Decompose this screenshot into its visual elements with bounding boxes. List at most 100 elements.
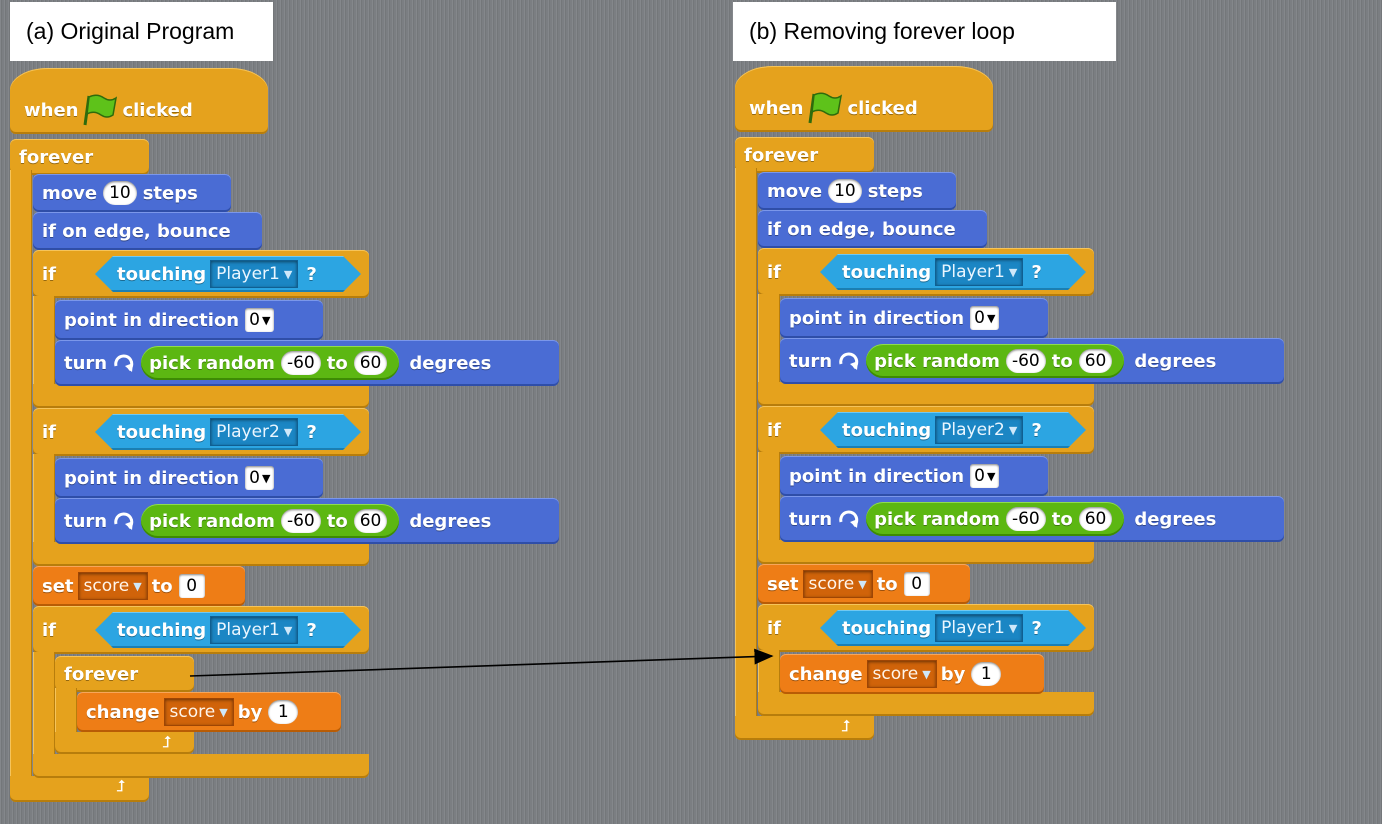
degrees-label: degrees bbox=[409, 352, 492, 374]
forever-block[interactable]: forever bbox=[10, 139, 149, 175]
forever-label: forever bbox=[19, 146, 94, 168]
direction-input[interactable]: 0▼ bbox=[245, 308, 275, 332]
point-direction-block-2[interactable]: point in direction 0▼ bbox=[55, 458, 323, 498]
turn-block-2[interactable]: turn pick random -60 to 60 degrees bbox=[780, 496, 1284, 542]
point-label: point in direction bbox=[789, 465, 965, 487]
chevron-down-icon: ▼ bbox=[1008, 423, 1018, 437]
point-direction-block-1[interactable]: point in direction 0▼ bbox=[55, 300, 323, 340]
pick-random-block[interactable]: pick random -60 to 60 bbox=[141, 346, 400, 380]
turn-clockwise-icon bbox=[839, 352, 859, 370]
by-label: by bbox=[237, 701, 263, 723]
turn-block-1[interactable]: turn pick random -60 to 60 degrees bbox=[780, 338, 1284, 384]
chevron-down-icon: ▼ bbox=[261, 471, 271, 485]
if-block-1-bottom bbox=[33, 384, 369, 408]
set-label: set bbox=[767, 573, 799, 595]
sprite-dropdown-value: Player1 bbox=[216, 620, 280, 640]
question-mark: ? bbox=[306, 619, 317, 641]
when-flag-clicked-hat[interactable]: when clicked bbox=[735, 66, 993, 132]
direction-input[interactable]: 0▼ bbox=[970, 306, 1000, 330]
sprite-dropdown-value: Player2 bbox=[941, 420, 1005, 440]
sprite-dropdown[interactable]: Player1▼ bbox=[935, 258, 1023, 286]
point-label: point in direction bbox=[64, 467, 240, 489]
turn-clockwise-icon bbox=[114, 354, 134, 372]
touching-player2[interactable]: touching Player2▼ ? bbox=[820, 412, 1086, 448]
set-value-input[interactable]: 0 bbox=[903, 572, 930, 596]
random-to-input[interactable]: 60 bbox=[1078, 507, 1113, 531]
random-from-input[interactable]: -60 bbox=[1005, 349, 1046, 373]
set-variable-block[interactable]: set score▼ to 0 bbox=[33, 566, 245, 606]
pick-random-block[interactable]: pick random -60 to 60 bbox=[866, 502, 1125, 536]
pick-random-label: pick random bbox=[874, 350, 1000, 372]
direction-input[interactable]: 0▼ bbox=[970, 464, 1000, 488]
random-to-input[interactable]: 60 bbox=[353, 351, 388, 375]
direction-input[interactable]: 0▼ bbox=[245, 466, 275, 490]
inner-forever-wall bbox=[55, 688, 77, 738]
move-block[interactable]: move 10 steps bbox=[758, 172, 956, 210]
move-steps-input[interactable]: 10 bbox=[828, 179, 862, 203]
sprite-dropdown-value: Player1 bbox=[941, 618, 1005, 638]
point-direction-block-1[interactable]: point in direction 0▼ bbox=[780, 298, 1048, 338]
chevron-down-icon: ▼ bbox=[133, 579, 142, 593]
change-value-input[interactable]: 1 bbox=[971, 662, 1002, 686]
turn-block-2[interactable]: turn pick random -60 to 60 degrees bbox=[55, 498, 559, 544]
touching-label: touching bbox=[842, 617, 932, 639]
sprite-dropdown[interactable]: Player1▼ bbox=[210, 616, 298, 644]
forever-block[interactable]: forever bbox=[735, 137, 874, 173]
if-block-3-wall bbox=[33, 652, 55, 762]
if-label: if bbox=[42, 421, 57, 443]
green-flag-icon bbox=[808, 92, 843, 124]
question-mark: ? bbox=[306, 263, 317, 285]
question-mark: ? bbox=[1031, 261, 1042, 283]
set-variable-block[interactable]: set score▼ to 0 bbox=[758, 564, 970, 604]
if-block-2-wall bbox=[758, 452, 780, 548]
variable-dropdown-value: score bbox=[808, 574, 855, 594]
degrees-label: degrees bbox=[409, 510, 492, 532]
random-from-input[interactable]: -60 bbox=[280, 351, 321, 375]
chevron-down-icon: ▼ bbox=[283, 267, 293, 281]
sprite-dropdown[interactable]: Player2▼ bbox=[935, 416, 1023, 444]
random-from-input[interactable]: -60 bbox=[1005, 507, 1046, 531]
random-to-input[interactable]: 60 bbox=[1078, 349, 1113, 373]
change-variable-block[interactable]: change score▼ by 1 bbox=[77, 692, 341, 732]
loop-arrow-icon: ⮥ bbox=[162, 732, 172, 751]
bounce-block[interactable]: if on edge, bounce bbox=[758, 210, 987, 248]
sprite-dropdown[interactable]: Player1▼ bbox=[210, 260, 298, 288]
move-label: move bbox=[767, 180, 823, 202]
if-block-1-wall bbox=[33, 296, 55, 392]
sprite-dropdown[interactable]: Player1▼ bbox=[935, 614, 1023, 642]
variable-dropdown-value: score bbox=[83, 576, 130, 596]
turn-block-1[interactable]: turn pick random -60 to 60 degrees bbox=[55, 340, 559, 386]
pick-random-block[interactable]: pick random -60 to 60 bbox=[866, 344, 1125, 378]
bounce-label: if on edge, bounce bbox=[42, 220, 231, 242]
when-label: when bbox=[24, 99, 79, 121]
change-value-input[interactable]: 1 bbox=[268, 700, 299, 724]
if-block-1-bottom bbox=[758, 382, 1094, 406]
if-label: if bbox=[767, 419, 782, 441]
when-flag-clicked-hat[interactable]: when clicked bbox=[10, 68, 268, 134]
sprite-dropdown[interactable]: Player2▼ bbox=[210, 418, 298, 446]
random-to-input[interactable]: 60 bbox=[353, 509, 388, 533]
change-variable-block[interactable]: change score▼ by 1 bbox=[780, 654, 1044, 694]
touching-player1-3[interactable]: touching Player1▼ ? bbox=[820, 610, 1086, 646]
inner-forever-block[interactable]: forever bbox=[55, 656, 194, 692]
question-mark: ? bbox=[1031, 617, 1042, 639]
variable-dropdown[interactable]: score▼ bbox=[163, 698, 234, 726]
move-steps-input[interactable]: 10 bbox=[103, 181, 137, 205]
touching-player1-1[interactable]: touching Player1▼ ? bbox=[820, 254, 1086, 290]
loop-arrow-icon: ⮥ bbox=[841, 716, 851, 735]
set-value-input[interactable]: 0 bbox=[178, 574, 205, 598]
pick-random-block[interactable]: pick random -60 to 60 bbox=[141, 504, 400, 538]
variable-dropdown[interactable]: score▼ bbox=[77, 572, 148, 600]
bounce-block[interactable]: if on edge, bounce bbox=[33, 212, 262, 250]
chevron-down-icon: ▼ bbox=[922, 667, 931, 681]
touching-player2[interactable]: touching Player2▼ ? bbox=[95, 414, 361, 450]
variable-dropdown[interactable]: score▼ bbox=[866, 660, 937, 688]
point-direction-block-2[interactable]: point in direction 0▼ bbox=[780, 456, 1048, 496]
if-label: if bbox=[42, 619, 57, 641]
touching-player1-3[interactable]: touching Player1▼ ? bbox=[95, 612, 361, 648]
variable-dropdown[interactable]: score▼ bbox=[802, 570, 873, 598]
if-block-1-wall bbox=[758, 294, 780, 390]
touching-player1-1[interactable]: touching Player1▼ ? bbox=[95, 256, 361, 292]
move-block[interactable]: move 10 steps bbox=[33, 174, 231, 212]
random-from-input[interactable]: -60 bbox=[280, 509, 321, 533]
